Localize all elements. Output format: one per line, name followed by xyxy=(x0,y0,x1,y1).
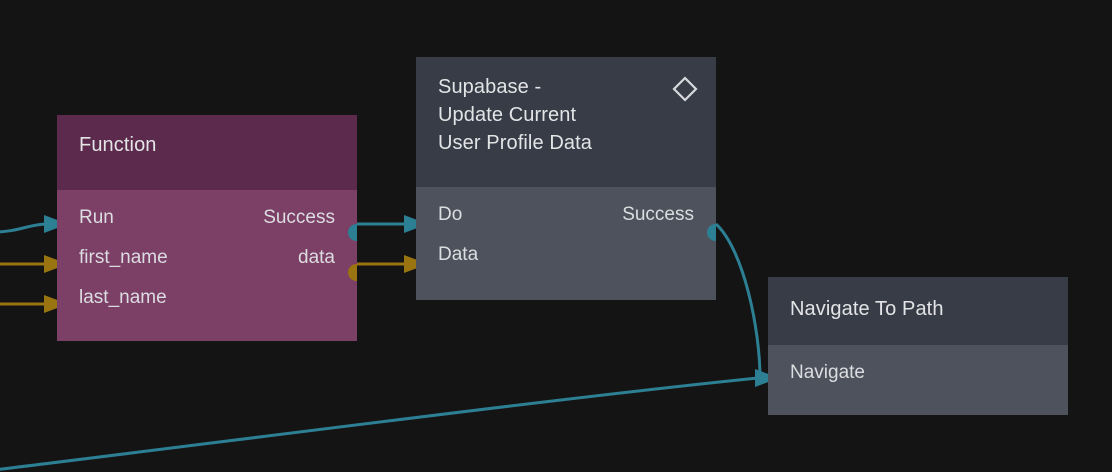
node-navigate-title: Navigate To Path xyxy=(790,298,944,320)
output-port-label-supabase-success: Success xyxy=(622,204,694,225)
port-row-last-name[interactable]: last_name xyxy=(57,278,357,318)
input-port-label-navigate: Navigate xyxy=(790,362,865,383)
output-port-dot-supabase-success[interactable] xyxy=(707,224,716,241)
node-navigate-body: Navigate xyxy=(768,345,1068,415)
port-row-run[interactable]: Run Success xyxy=(57,198,357,238)
node-navigate-header[interactable]: Navigate To Path xyxy=(768,277,1068,345)
output-port-dot-function-success[interactable] xyxy=(348,224,357,241)
output-port-label-success: Success xyxy=(263,207,335,228)
node-function[interactable]: Function Run Success first_name data las… xyxy=(57,115,357,341)
node-navigate-to-path[interactable]: Navigate To Path Navigate xyxy=(768,277,1068,415)
input-port-label-data: Data xyxy=(438,244,479,265)
port-row-navigate[interactable]: Navigate xyxy=(768,353,1068,393)
input-port-label-do: Do xyxy=(438,204,463,225)
node-supabase-title: Supabase - Update Current User Profile D… xyxy=(438,76,592,154)
node-function-title: Function xyxy=(79,134,157,156)
node-supabase-header[interactable]: Supabase - Update Current User Profile D… xyxy=(416,57,716,187)
port-row-do[interactable]: Do Success xyxy=(416,195,716,235)
input-port-label-run: Run xyxy=(79,207,114,228)
wire-supabase-success-to-navigate xyxy=(714,222,762,379)
wire-incoming-navigate xyxy=(0,376,759,471)
port-row-data[interactable]: Data xyxy=(416,235,716,275)
output-port-dot-function-data[interactable] xyxy=(348,264,357,281)
input-port-label-first-name: first_name xyxy=(79,247,168,268)
node-function-header[interactable]: Function xyxy=(57,115,357,190)
wire-incoming-run xyxy=(0,222,48,234)
output-port-label-data: data xyxy=(298,247,335,268)
port-row-first-name[interactable]: first_name data xyxy=(57,238,357,278)
node-supabase-update-current-user-profile-data[interactable]: Supabase - Update Current User Profile D… xyxy=(416,57,716,300)
node-supabase-body: Do Success Data xyxy=(416,187,716,300)
input-port-label-last-name: last_name xyxy=(79,287,167,308)
node-function-body: Run Success first_name data last_name xyxy=(57,190,357,341)
diamond-icon xyxy=(672,76,698,102)
